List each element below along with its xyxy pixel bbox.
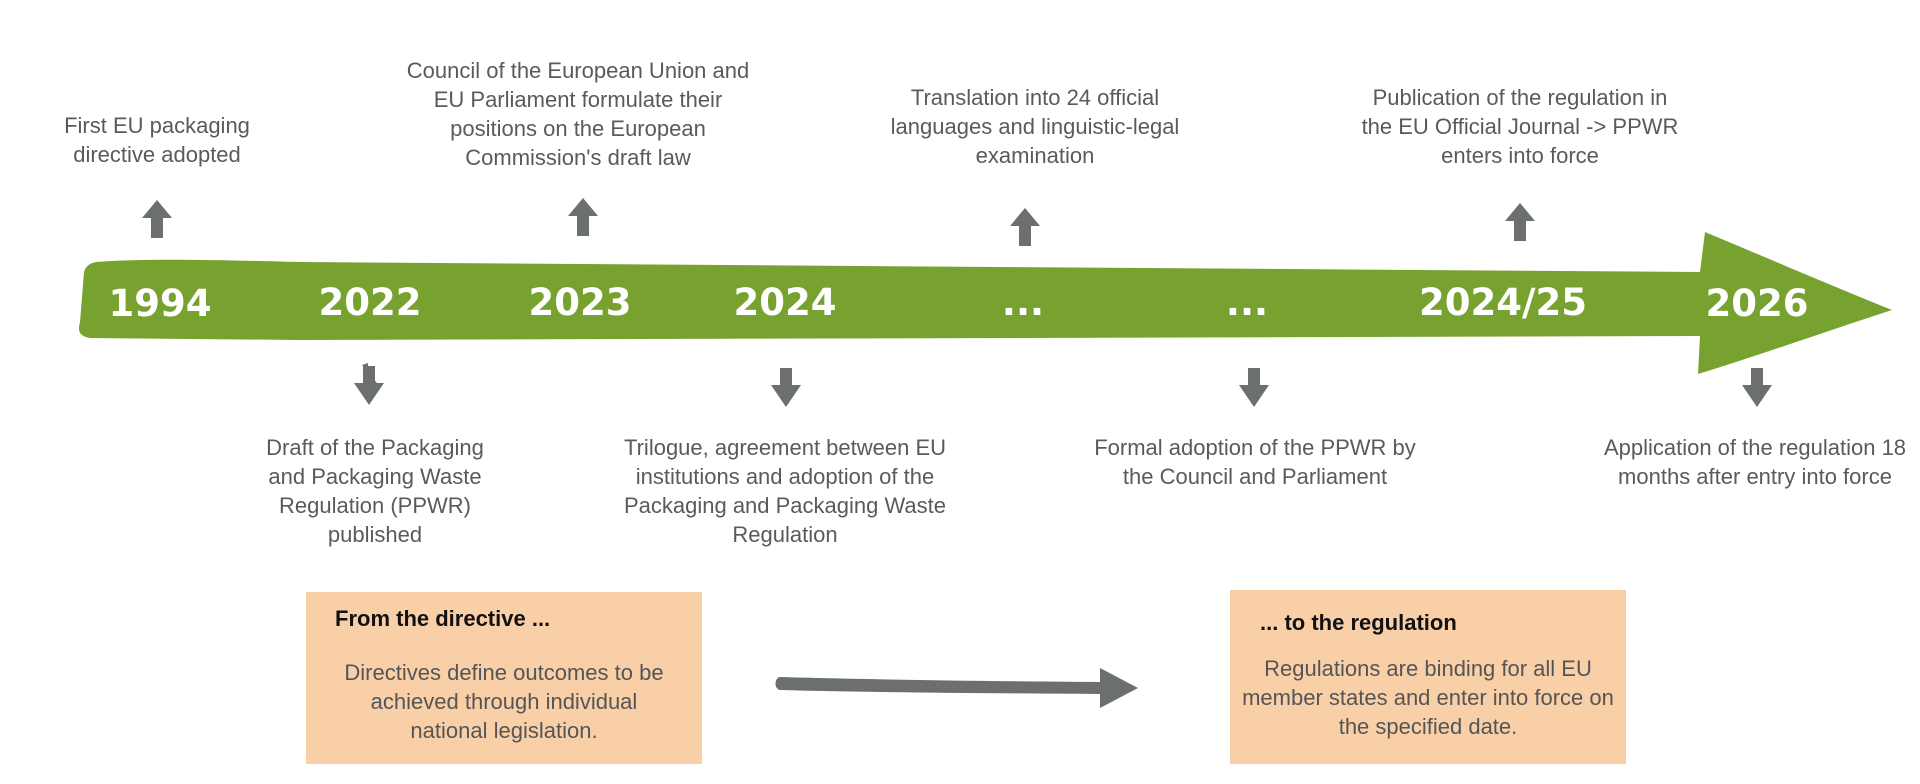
up-arrows (142, 198, 1535, 246)
regulation-box: ... to the regulation Regulations are bi… (1230, 590, 1626, 764)
year-1994: 1994 (109, 282, 212, 325)
arrow-up-icon (142, 200, 172, 238)
event-2023-label: Council of the European Union and EU Par… (406, 58, 750, 170)
arrow-up-icon (1010, 208, 1040, 246)
arrow-down-icon (354, 366, 384, 405)
event-2024-25-label: Publication of the regulation in the EU … (1361, 85, 1679, 168)
event-dots2-label: Formal adoption of the PPWR by the Counc… (1094, 435, 1416, 489)
arrow-down-icon (1239, 368, 1269, 407)
regulation-box-text: Regulations are binding for all EU membe… (1242, 656, 1614, 739)
arrow-up-icon (1505, 203, 1535, 241)
year-2023: 2023 (529, 281, 632, 324)
event-1994-label: First EU packaging directive adopted (64, 113, 250, 167)
directive-box-title: From the directive ... (335, 606, 551, 631)
directive-box: From the directive ... Directives define… (306, 592, 702, 764)
event-dots1-label: Translation into 24 official languages a… (890, 85, 1180, 168)
arrow-up-icon (568, 198, 598, 236)
regulation-box-title: ... to the regulation (1260, 610, 1457, 635)
year-2026: 2026 (1706, 282, 1809, 325)
event-2022-label: Draft of the Packaging and Packaging Was… (266, 435, 484, 547)
year-2024: 2024 (734, 281, 837, 324)
transition-arrow (775, 668, 1138, 708)
year-2024-25: 2024/25 (1419, 281, 1587, 324)
down-arrows (354, 363, 1772, 407)
event-2024-label: Trilogue, agreement between EU instituti… (623, 435, 947, 547)
directive-box-text: Directives define outcomes to be achieve… (344, 660, 664, 743)
year-2022: 2022 (319, 281, 422, 324)
year-ellipsis-2: ... (1226, 281, 1268, 324)
arrow-down-icon (771, 368, 801, 407)
arrow-down-icon (1742, 368, 1772, 407)
timeline-arrow (79, 232, 1892, 374)
year-ellipsis-1: ... (1002, 281, 1044, 324)
event-2026-label: Application of the regulation 18 months … (1603, 435, 1907, 489)
